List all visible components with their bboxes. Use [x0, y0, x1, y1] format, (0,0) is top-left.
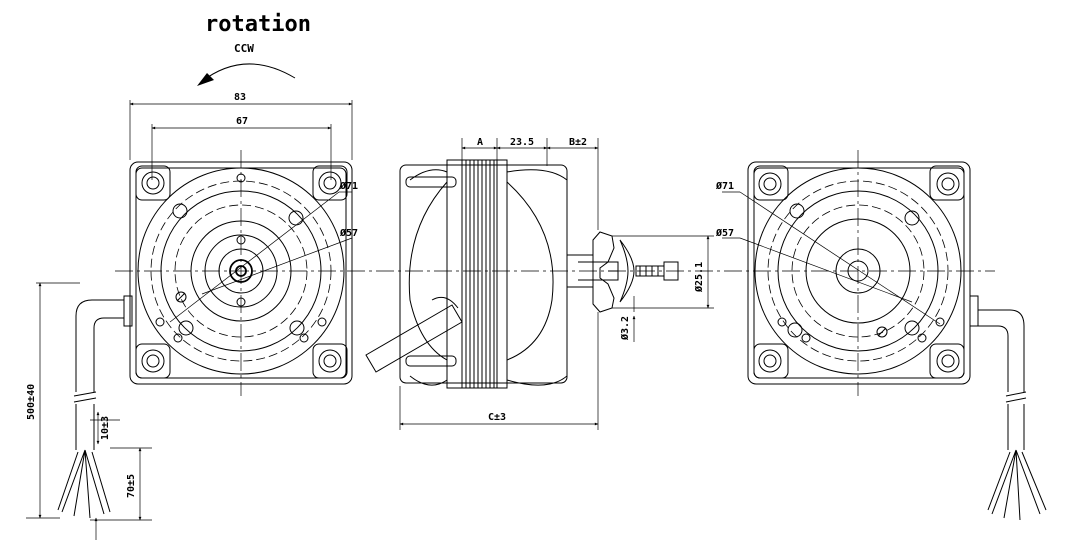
strip-long-label: 70±5: [126, 474, 137, 498]
dia-71-left-label: Ø71: [339, 180, 358, 192]
rotation-direction-label: CCW: [234, 42, 254, 55]
dim-b-label: B±2: [569, 137, 587, 148]
dia-71-right-label: Ø71: [715, 180, 734, 192]
side-view: A 23.5 B±2: [365, 137, 714, 430]
mounting-hole-icon: [135, 165, 171, 201]
strip-short-label: 10±3: [100, 416, 111, 440]
dim-width-holes: 67: [236, 116, 248, 127]
cable-right: [978, 309, 1047, 521]
cable-left: [57, 299, 124, 519]
dim-c-label: C±3: [488, 412, 506, 423]
cable-length-label: 500±40: [26, 384, 37, 420]
mounting-hole-icon: [135, 343, 171, 379]
dim-a-label: A: [477, 137, 483, 148]
mounting-hole-icon: [753, 165, 789, 201]
mounting-hole-icon: [312, 343, 348, 379]
mounting-hole-icon: [929, 343, 965, 379]
rotation-title: rotation: [205, 12, 311, 37]
dim-width-outer: 83: [234, 92, 246, 103]
dim-offset-label: 23.5: [510, 137, 534, 148]
strip-dimensions: 10±3 70±5: [90, 411, 152, 540]
mounting-hole-icon: [312, 165, 348, 201]
screw-icon: [635, 261, 679, 281]
mounting-hole-icon: [929, 165, 965, 201]
front-view-left: 83 67: [123, 92, 358, 396]
dia-57-left-label: Ø57: [339, 227, 358, 239]
cable-length-dimension: 500±40: [26, 282, 80, 519]
pin-dia-label: Ø3.2: [619, 316, 631, 341]
mounting-hole-icon: [753, 343, 789, 379]
dia-57-right-label: Ø57: [715, 227, 734, 239]
shaft-dia-label: Ø25.1: [693, 262, 705, 293]
rotation-arrow-icon: [197, 63, 296, 86]
rear-view-right: Ø71 Ø57: [715, 150, 979, 396]
